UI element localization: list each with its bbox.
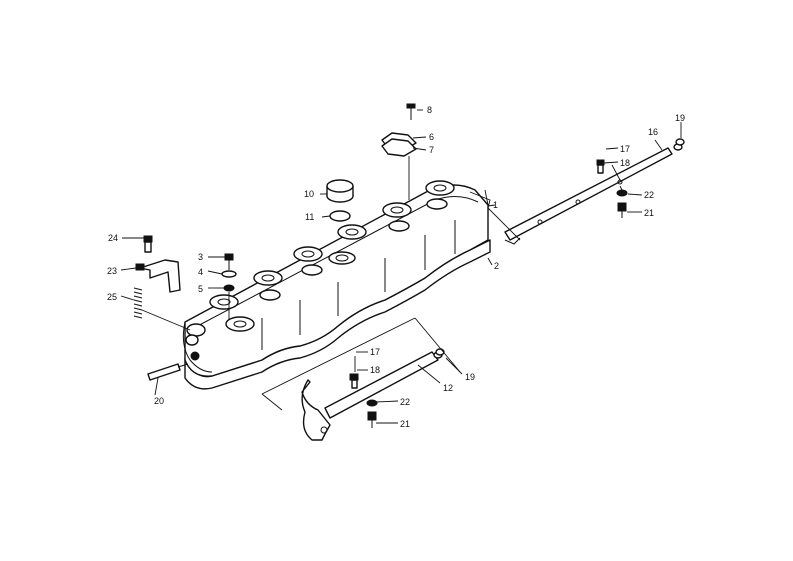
valve-cover-front-face bbox=[182, 321, 213, 373]
callout-17-upper: 17 bbox=[620, 144, 630, 154]
stud-20 bbox=[147, 363, 189, 381]
callout-22-upper: 22 bbox=[644, 190, 654, 200]
callout-23: 23 bbox=[107, 266, 117, 276]
callout-labels: 1 2 3 4 5 6 7 8 10 11 12 16 17 17 18 18 … bbox=[107, 105, 685, 429]
callout-7: 7 bbox=[429, 145, 434, 155]
callout-12: 12 bbox=[443, 383, 453, 393]
valve-cover bbox=[184, 184, 489, 377]
plate-screw bbox=[406, 103, 416, 120]
callout-18-lower: 18 bbox=[370, 365, 380, 375]
oil-filler-cap bbox=[326, 179, 354, 203]
valve-cover-ribs bbox=[261, 220, 456, 350]
callout-21-upper: 21 bbox=[644, 208, 654, 218]
callout-25: 25 bbox=[107, 292, 117, 302]
callout-19-upper: 19 bbox=[675, 113, 685, 123]
bolt-24 bbox=[143, 235, 153, 253]
callout-10: 10 bbox=[304, 189, 314, 199]
bolt-21-lower bbox=[367, 411, 377, 428]
bolt-21-upper bbox=[617, 202, 627, 218]
callout-3: 3 bbox=[198, 252, 203, 262]
lower-assembly-outline bbox=[261, 317, 461, 411]
callout-19-lower: 19 bbox=[465, 372, 475, 382]
leader-lines bbox=[120, 109, 682, 424]
callout-18-upper: 18 bbox=[620, 158, 630, 168]
washer-22-upper bbox=[616, 189, 628, 197]
callout-4: 4 bbox=[198, 267, 203, 277]
spring-25 bbox=[133, 287, 143, 319]
stud-bolt-assembly bbox=[221, 253, 237, 292]
callout-22-lower: 22 bbox=[400, 397, 410, 407]
ventilation-pipe-upper bbox=[504, 143, 683, 245]
callout-1: 1 bbox=[493, 200, 498, 210]
callout-5: 5 bbox=[198, 284, 203, 294]
callout-8: 8 bbox=[427, 105, 432, 115]
callout-16: 16 bbox=[648, 127, 658, 137]
bracket-23 bbox=[135, 259, 181, 293]
callout-2: 2 bbox=[494, 261, 499, 271]
screw-17-lower bbox=[349, 373, 359, 389]
callout-17-lower: 17 bbox=[370, 347, 380, 357]
callout-20: 20 bbox=[154, 396, 164, 406]
filler-cap-seal bbox=[329, 210, 351, 222]
screw-17-upper bbox=[596, 159, 605, 174]
cover-bosses bbox=[185, 180, 455, 361]
callout-6: 6 bbox=[429, 132, 434, 142]
callout-21-lower: 21 bbox=[400, 419, 410, 429]
callout-11: 11 bbox=[305, 212, 314, 222]
callout-24: 24 bbox=[108, 233, 118, 243]
washer-22-lower bbox=[366, 399, 378, 407]
cover-plate bbox=[381, 132, 417, 157]
oring-19-upper bbox=[675, 138, 685, 146]
